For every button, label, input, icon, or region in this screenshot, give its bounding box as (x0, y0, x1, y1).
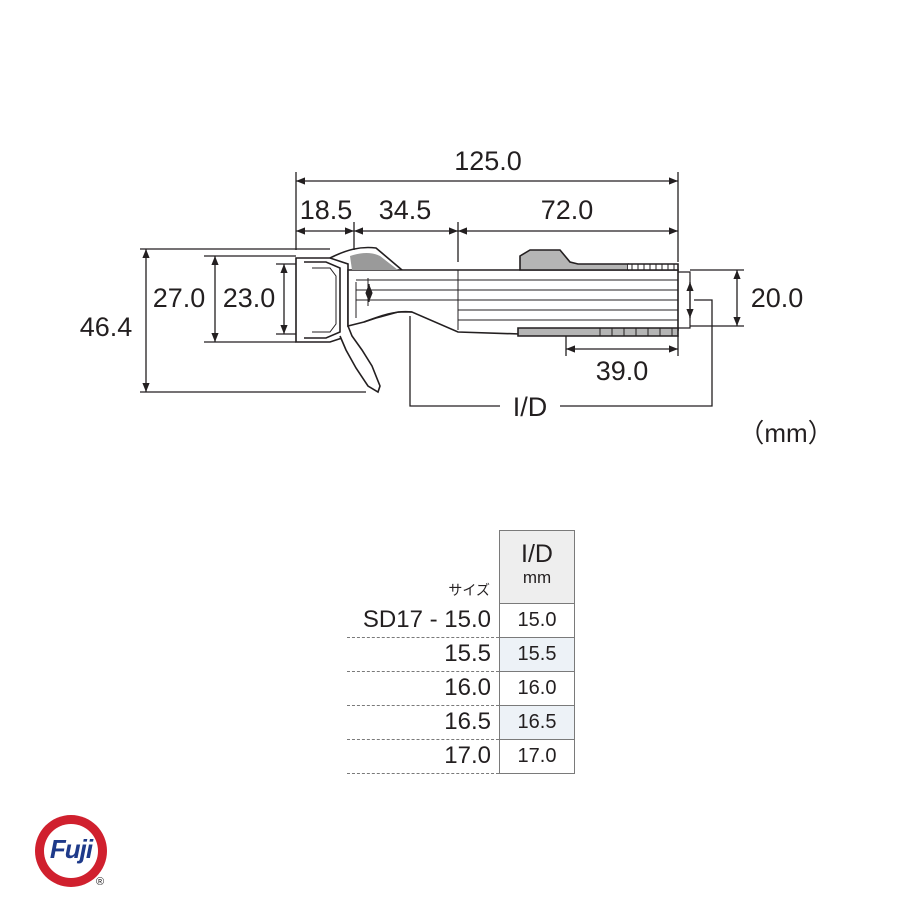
row-id: 17.0 (499, 740, 575, 774)
logo-text: Fuji (49, 834, 93, 864)
table-row: 16.0 16.0 (344, 672, 575, 706)
row-size: 17.0 (444, 742, 491, 769)
row-divider (347, 739, 499, 740)
table-row: 17.0 17.0 (344, 740, 575, 774)
dim-segment-1: 18.5 (300, 195, 353, 225)
dim-total-height: 46.4 (80, 312, 133, 342)
table-row: 15.5 15.5 (344, 638, 575, 672)
row-id: 15.0 (499, 604, 575, 638)
fuji-logo-icon: Fuji (32, 812, 110, 890)
row-id: 16.5 (499, 706, 575, 740)
id-unit: mm (522, 568, 552, 587)
reel-seat-part (295, 246, 691, 394)
row-divider (347, 637, 499, 638)
id-header: I/D (521, 540, 553, 568)
table-row: 16.5 16.5 (344, 706, 575, 740)
row-size: 15.5 (444, 640, 491, 667)
row-id: 15.5 (499, 638, 575, 672)
size-header: サイズ (448, 582, 490, 598)
fuji-logo-emblem (35, 815, 107, 887)
dim-head-inner: 23.0 (223, 283, 276, 313)
reel-seat-dimension-drawing: 125.0 18.5 34.5 72.0 46.4 27.0 23.0 20.0… (80, 146, 834, 448)
row-id: 16.0 (499, 672, 575, 706)
unit-note: （mm） (738, 418, 833, 448)
dimension-lines (140, 172, 744, 407)
id-header-cell: I/D mm (499, 530, 575, 604)
registered-mark-icon: ® (96, 876, 105, 888)
dim-segment-2: 34.5 (379, 195, 432, 225)
row-divider (347, 705, 499, 706)
inner-diameter-label: I/D (513, 392, 548, 422)
row-divider (347, 671, 499, 672)
row-divider (347, 773, 499, 774)
table-row: SD17 - 15.0 15.0 (344, 604, 575, 638)
row-size: 16.5 (444, 708, 491, 735)
row-size: 16.0 (444, 674, 491, 701)
dim-tail-diameter: 20.0 (751, 283, 804, 313)
dim-overall-length: 125.0 (454, 146, 522, 176)
row-size: SD17 - 15.0 (362, 606, 491, 633)
dim-head-outer: 27.0 (153, 283, 206, 313)
dim-segment-3: 72.0 (541, 195, 594, 225)
dim-tail-length: 39.0 (596, 356, 649, 386)
